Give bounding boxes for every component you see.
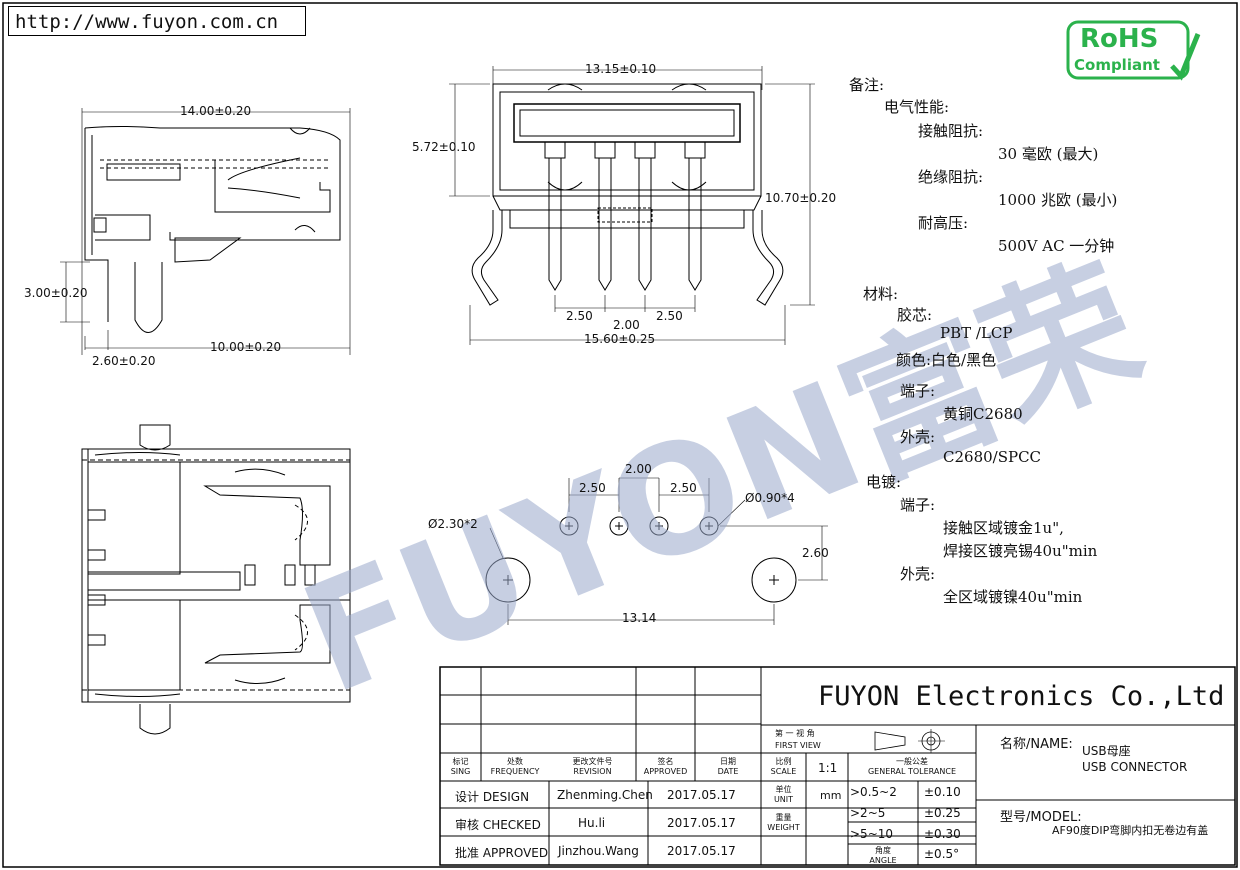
tol-range-2: >2~5	[850, 806, 886, 820]
top-view	[81, 424, 351, 735]
dim-row-offset: 2.60	[802, 546, 829, 560]
notes-core-label: 胶芯:	[897, 306, 933, 324]
pcb-layout	[485, 477, 828, 625]
date-approved: 2017.05.17	[667, 844, 736, 858]
role-design: 设计 DESIGN	[455, 790, 530, 804]
dim-pin-offset: 2.60±0.20	[92, 354, 156, 368]
dim-overall-height: 10.70±0.20	[765, 191, 837, 205]
name-label: 名称/NAME:	[1000, 737, 1073, 752]
dim-large-span: 13.14	[622, 611, 657, 625]
role-approved: 批准 APPROVED	[455, 846, 549, 860]
tol-value-1: ±0.10	[924, 785, 961, 799]
dim-large-hole: Ø2.30*2	[428, 517, 478, 531]
dim-pcb-pitch-mid: 2.00	[625, 462, 652, 476]
model-label: 型号/MODEL:	[1000, 810, 1082, 825]
watermark-text: FUYON富荣	[281, 237, 1163, 728]
notes-plating: 电镀:	[866, 473, 902, 491]
notes-voltage-value: 500V AC 一分钟	[998, 237, 1115, 255]
dim-pin-height: 3.00±0.20	[24, 286, 88, 300]
notes-core-value: PBT /LCP	[940, 324, 1013, 342]
tol-range-1: >0.5~2	[850, 785, 897, 799]
title-block-grid	[439, 666, 1236, 866]
notes-insulation-value: 1000 兆欧 (最小)	[998, 191, 1118, 209]
notes-color: 颜色:白色/黑色	[896, 351, 997, 369]
website-url: http://www.fuyon.com.cn	[8, 6, 306, 36]
rohs-line2: Compliant	[1074, 56, 1160, 74]
company-name: FUYON Electronics Co.,Ltd	[818, 681, 1225, 712]
scale-value: 1:1	[818, 761, 838, 775]
rohs-badge	[1066, 20, 1201, 81]
name-design: Zhenming.Chen	[557, 788, 653, 802]
notes-insulation-label: 绝缘阻抗:	[918, 168, 984, 186]
dim-small-hole: Ø0.90*4	[745, 491, 795, 505]
tol-range-3: >5~10	[850, 827, 894, 841]
role-checked: 审核 CHECKED	[455, 818, 541, 832]
side-view	[60, 108, 351, 355]
rohs-label: RoHS Compliant	[1068, 22, 1196, 80]
dim-front-height: 5.72±0.10	[412, 140, 476, 154]
unit-value: mm	[820, 789, 842, 802]
dim-pitch-left: 2.50	[566, 309, 593, 323]
name-en: USB CONNECTOR	[1082, 760, 1188, 774]
notes-contact-label: 接触阻抗:	[918, 122, 984, 140]
tol-value-2: ±0.25	[924, 806, 961, 820]
rohs-line1: RoHS	[1080, 24, 1159, 54]
notes-plating-shell-value: 全区域镀镍40u"min	[943, 588, 1083, 606]
name-checked: Hu.li	[578, 816, 606, 830]
notes-shell-label: 外壳:	[900, 428, 936, 446]
notes-contact-value: 30 毫欧 (最大)	[998, 145, 1099, 163]
view-en: FIRST VIEW	[775, 741, 821, 750]
notes-terminal-label: 端子:	[900, 382, 936, 400]
tol-value-3: ±0.30	[924, 827, 961, 841]
date-checked: 2017.05.17	[667, 816, 736, 830]
front-pins	[548, 158, 702, 291]
dim-side-width: 14.00±0.20	[180, 104, 252, 118]
front-view	[449, 66, 815, 345]
dim-pitch-right: 2.50	[656, 309, 683, 323]
notes-heading: 备注:	[849, 76, 885, 94]
notes-plating-terminal-label: 端子:	[900, 496, 936, 514]
dim-front-span: 15.60±0.25	[584, 332, 656, 346]
dim-front-width: 13.15±0.10	[585, 62, 657, 76]
view-cn: 第 一 视 角	[775, 729, 815, 738]
notes-electrical: 电气性能:	[884, 98, 950, 116]
name-approved: Jinzhou.Wang	[558, 844, 639, 858]
notes-materials: 材料:	[863, 285, 899, 303]
dim-pitch-mid: 2.00	[613, 318, 640, 332]
dim-pcb-pitch-right: 2.50	[670, 481, 697, 495]
dim-side-depth: 10.00±0.20	[210, 340, 282, 354]
notes-plating-terminal-2: 焊接区镀亮锡40u"min	[943, 542, 1098, 560]
angle-value: ±0.5°	[924, 847, 960, 861]
watermark: FUYON富荣	[281, 237, 1163, 728]
notes-shell-value: C2680/SPCC	[943, 448, 1042, 466]
model-value: AF90度DIP弯脚内扣无卷边有盖	[1052, 824, 1209, 837]
name-cn: USB母座	[1082, 744, 1131, 758]
dim-pcb-pitch-left: 2.50	[579, 481, 606, 495]
notes-plating-shell-label: 外壳:	[900, 565, 936, 583]
notes-voltage-label: 耐高压:	[918, 214, 969, 232]
notes-terminal-value: 黄铜C2680	[943, 405, 1023, 423]
date-design: 2017.05.17	[667, 788, 736, 802]
notes-plating-terminal-1: 接触区域镀金1u",	[943, 519, 1064, 537]
